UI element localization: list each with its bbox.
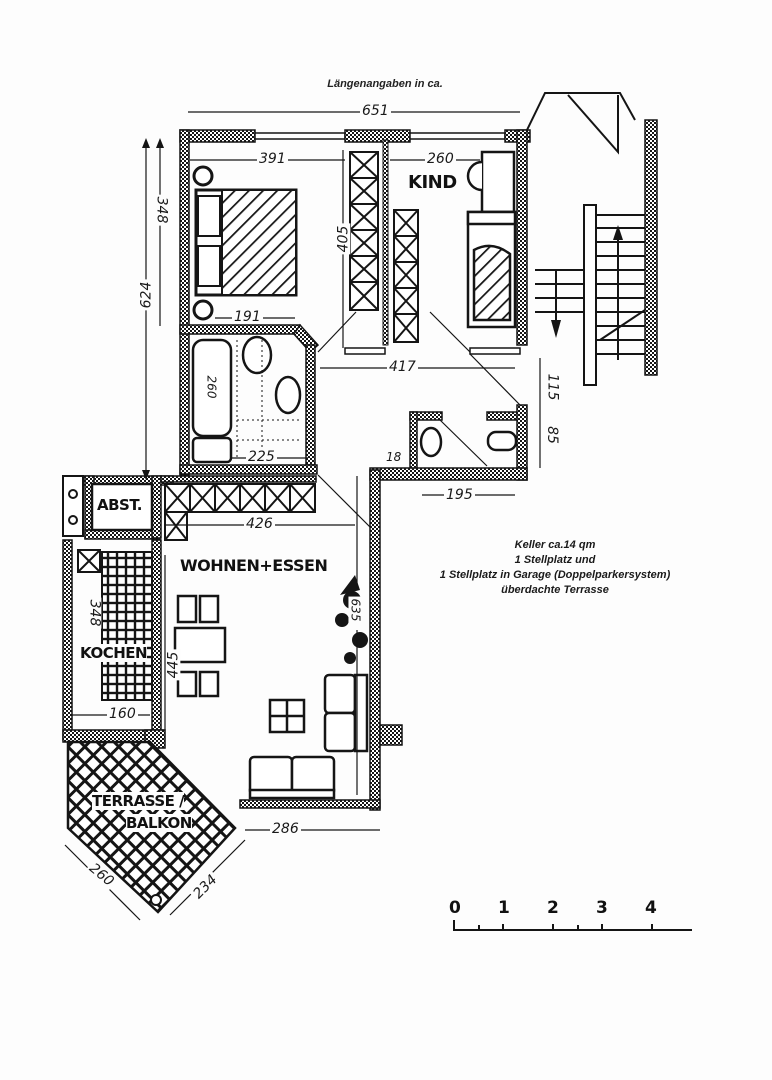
- page-title: Längenangaben in ca.: [327, 78, 443, 90]
- scale-bar-labels: 0 1 2 3 4: [447, 898, 677, 920]
- room-label-terrasse: TERRASSE /: [92, 792, 185, 810]
- toilet-icon: [241, 335, 273, 375]
- dim-bath-length: 260: [204, 375, 219, 399]
- dim-left-height-upper: 348: [153, 194, 170, 226]
- kitchen-cabinet-icon: [77, 549, 101, 573]
- dim-bottom-width: 286: [270, 821, 301, 837]
- scale-bar: [453, 920, 692, 931]
- wardrobe-icon: [393, 209, 419, 343]
- room-label-kind: KIND: [408, 172, 457, 193]
- toilet-icon: [419, 426, 443, 458]
- shower-tiles: [236, 340, 300, 460]
- dim-living-depth: 635: [348, 596, 363, 624]
- washbasin-icon: [486, 430, 518, 452]
- wardrobe-icon: [349, 151, 379, 311]
- armchair-icon: [323, 673, 369, 753]
- dim-kind-width: 260: [425, 151, 456, 167]
- sofa-icon: [248, 755, 336, 800]
- room-label-abst: ABST.: [97, 496, 143, 514]
- scale-tick-2: 2: [547, 898, 559, 918]
- dim-left-height-total: 624: [138, 279, 155, 311]
- coffee-table-icon: [268, 698, 306, 734]
- note-line: 1 Stellplatz in Garage (Doppelparkersyst…: [439, 569, 671, 581]
- dim-living-width: 426: [244, 516, 275, 532]
- dim-hall-width: 417: [387, 359, 418, 375]
- dim-right-upper: 115: [544, 371, 561, 403]
- room-label-kochen: KOCHEN: [80, 644, 148, 662]
- cabinet-row-icon: [164, 483, 316, 541]
- dim-kitchen-depth: 348: [86, 597, 103, 629]
- scale-tick-4: 4: [645, 898, 657, 918]
- child-bed-icon: [466, 210, 517, 329]
- stove-icon: [68, 489, 78, 525]
- desk-chair-icon: [466, 150, 516, 214]
- dim-bedroom-width: 391: [257, 151, 288, 167]
- dim-kitchen-width: 160: [107, 706, 138, 722]
- note-line: 1 Stellplatz und: [514, 554, 596, 566]
- property-notes: Keller ca.14 qm 1 Stellplatz und 1 Stell…: [405, 538, 705, 598]
- note-line: überdachte Terrasse: [501, 584, 609, 596]
- lower-walls: [62, 469, 403, 811]
- room-label-wohnen-essen: WOHNEN+ESSEN: [180, 556, 328, 575]
- stairwell: [526, 92, 658, 386]
- nightstand-lamp-icon: [192, 165, 214, 187]
- bed-icon: [194, 188, 298, 297]
- washbasin-icon: [191, 436, 233, 464]
- dim-bath-width: 191: [232, 309, 263, 325]
- dim-dining-depth: 445: [165, 649, 182, 681]
- stair-down-arrow-icon: [551, 270, 561, 338]
- dim-wardrobe-height: 405: [335, 223, 352, 255]
- dim-wc-width: 195: [444, 487, 475, 503]
- dim-right-lower: 85: [543, 424, 560, 446]
- room-label-balkon: BALKON: [126, 814, 192, 832]
- dim-door-small: 18: [384, 450, 404, 464]
- dining-table-icon: [173, 594, 227, 698]
- dimension-arrowheads: [142, 138, 164, 480]
- dim-total-width: 651: [360, 103, 391, 119]
- nightstand-lamp-icon: [192, 299, 214, 321]
- kitchen-tile-floor: [101, 551, 153, 701]
- terrace-lamp-icon: [150, 894, 162, 906]
- door-swing: [317, 311, 521, 528]
- washbasin-icon: [274, 375, 302, 415]
- storage-room-box: [90, 482, 154, 532]
- upper-walls: [179, 129, 531, 481]
- dim-bath-lower-width: 225: [246, 449, 277, 465]
- note-line: Keller ca.14 qm: [514, 539, 596, 551]
- scale-tick-0: 0: [449, 898, 461, 918]
- scale-tick-3: 3: [596, 898, 608, 918]
- scale-tick-1: 1: [498, 898, 510, 918]
- stair-up-arrow-icon: [613, 225, 623, 360]
- bathtub-icon: [191, 338, 233, 438]
